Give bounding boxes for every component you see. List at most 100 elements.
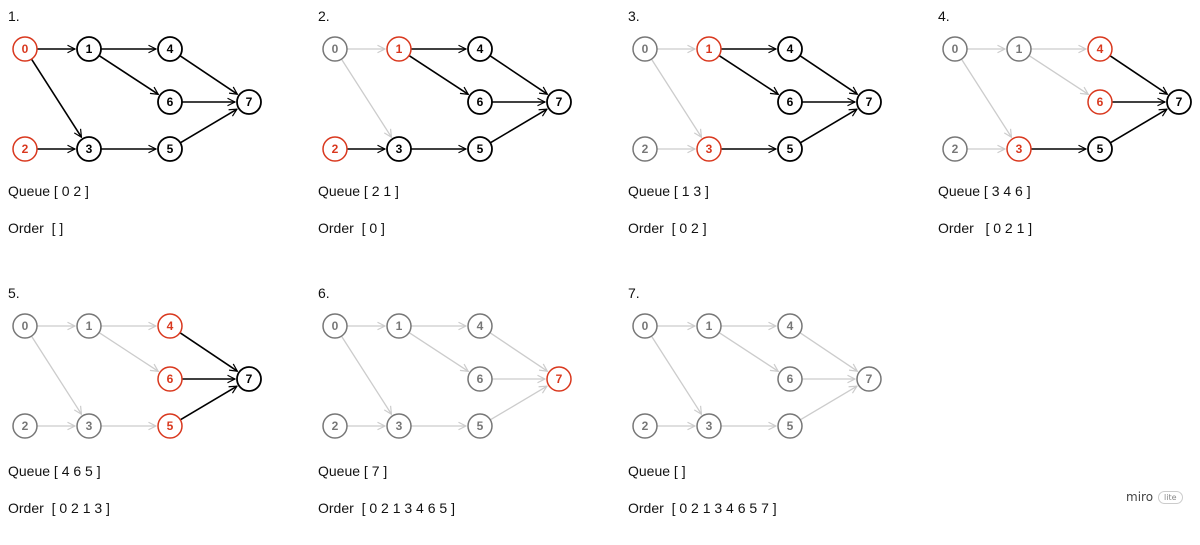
node-circle xyxy=(12,136,38,162)
edge-5-7 xyxy=(179,385,237,421)
edge-5-7 xyxy=(799,386,857,421)
node-circle xyxy=(696,136,722,162)
node-5: 5 xyxy=(777,413,803,439)
node-label: 4 xyxy=(787,319,794,333)
edge-1-6 xyxy=(408,332,468,372)
node-circle xyxy=(12,413,38,439)
node-6: 6 xyxy=(1087,89,1113,115)
node-circle xyxy=(546,366,572,392)
step-number: 2. xyxy=(318,8,330,24)
node-circle xyxy=(632,313,658,339)
node-circle xyxy=(76,313,102,339)
edge-0-3 xyxy=(340,58,391,137)
node-circle xyxy=(696,36,722,62)
node-6: 6 xyxy=(157,89,183,115)
node-5: 5 xyxy=(157,413,183,439)
order-text: Order [ 0 ] xyxy=(318,220,385,236)
edge-1-6 xyxy=(718,54,778,95)
node-circle xyxy=(777,36,803,62)
node-1: 1 xyxy=(386,313,412,339)
node-label: 4 xyxy=(167,42,174,56)
node-label: 6 xyxy=(787,372,794,386)
edge-4-7 xyxy=(489,55,547,95)
lite-badge: lite xyxy=(1158,490,1183,504)
node-7: 7 xyxy=(236,89,262,115)
node-circle xyxy=(322,413,348,439)
step-number: 7. xyxy=(628,285,640,301)
node-circle xyxy=(76,36,102,62)
node-label: 7 xyxy=(866,372,873,386)
queue-text: Queue [ 3 4 6 ] xyxy=(938,183,1031,199)
node-3: 3 xyxy=(76,136,102,162)
node-label: 1 xyxy=(706,42,713,56)
step-number: 1. xyxy=(8,8,20,24)
edge-1-6 xyxy=(1028,55,1088,95)
node-circle xyxy=(157,313,183,339)
node-label: 0 xyxy=(952,42,959,56)
node-label: 3 xyxy=(396,419,403,433)
node-circle xyxy=(942,136,968,162)
node-label: 2 xyxy=(22,142,29,156)
node-circle xyxy=(386,413,412,439)
node-1: 1 xyxy=(76,36,102,62)
node-circle xyxy=(467,36,493,62)
node-circle xyxy=(632,136,658,162)
node-circle xyxy=(322,136,348,162)
edge-5-7 xyxy=(1109,108,1167,144)
node-label: 3 xyxy=(396,142,403,156)
node-circle xyxy=(856,366,882,392)
node-label: 5 xyxy=(477,419,484,433)
node-circle xyxy=(1087,89,1113,115)
edge-0-3 xyxy=(340,335,391,414)
edge-0-3 xyxy=(30,335,81,414)
node-label: 7 xyxy=(246,95,253,109)
node-6: 6 xyxy=(467,89,493,115)
node-label: 0 xyxy=(642,319,649,333)
edge-4-7 xyxy=(799,332,857,372)
node-circle xyxy=(1166,89,1192,115)
node-circle xyxy=(467,413,493,439)
node-circle xyxy=(157,36,183,62)
node-4: 4 xyxy=(467,36,493,62)
node-2: 2 xyxy=(322,413,348,439)
node-6: 6 xyxy=(777,89,803,115)
edge-0-3 xyxy=(650,335,701,414)
edge-5-7 xyxy=(179,108,237,144)
node-label: 2 xyxy=(952,142,959,156)
node-circle xyxy=(546,89,572,115)
node-0: 0 xyxy=(12,36,38,62)
node-circle xyxy=(236,366,262,392)
node-5: 5 xyxy=(467,136,493,162)
queue-text: Queue [ ] xyxy=(628,463,686,479)
node-0: 0 xyxy=(322,36,348,62)
node-6: 6 xyxy=(467,366,493,392)
queue-text: Queue [ 0 2 ] xyxy=(8,183,89,199)
node-2: 2 xyxy=(12,136,38,162)
node-7: 7 xyxy=(236,366,262,392)
node-circle xyxy=(777,313,803,339)
node-label: 7 xyxy=(556,95,563,109)
node-circle xyxy=(322,36,348,62)
node-circle xyxy=(777,136,803,162)
edge-1-6 xyxy=(98,54,158,95)
edge-5-7 xyxy=(799,108,857,144)
node-label: 0 xyxy=(642,42,649,56)
edge-0-3 xyxy=(960,58,1011,137)
node-circle xyxy=(856,89,882,115)
node-1: 1 xyxy=(696,36,722,62)
node-label: 5 xyxy=(477,142,484,156)
node-label: 4 xyxy=(1097,42,1104,56)
node-circle xyxy=(322,313,348,339)
node-2: 2 xyxy=(322,136,348,162)
queue-text: Queue [ 4 6 5 ] xyxy=(8,463,101,479)
node-1: 1 xyxy=(1006,36,1032,62)
node-1: 1 xyxy=(696,313,722,339)
node-label: 6 xyxy=(167,95,174,109)
node-label: 1 xyxy=(86,42,93,56)
node-7: 7 xyxy=(856,89,882,115)
queue-text: Queue [ 7 ] xyxy=(318,463,388,479)
